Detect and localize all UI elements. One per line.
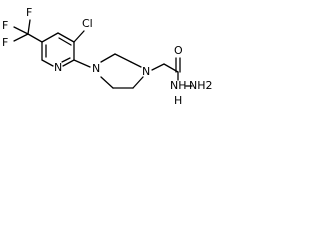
atom-n-pyridine: N	[54, 61, 62, 74]
atom-nh2: NH2	[189, 79, 213, 92]
atom-nh-amide: NH	[170, 79, 187, 92]
bond-pip-c2-c3	[114, 53, 132, 63]
atom-f3: F	[26, 6, 32, 19]
bond-pyr-n1-c6	[41, 59, 54, 67]
atom-f2: F	[2, 36, 8, 49]
bond-pip-n1-c2	[100, 53, 116, 63]
bonds	[13, 19, 193, 89]
bond-pip-n4-c5	[132, 76, 144, 89]
bond-pyr-c4-c3-inner	[58, 37, 72, 46]
atom-n-piperazine-4: N	[142, 65, 150, 78]
bond-pyr-c5-c4	[41, 32, 59, 43]
bond-c-f2	[13, 33, 29, 42]
bond-n4-ch2	[151, 63, 165, 71]
chemical-structure: F F F Cl N N N O NH H NH2	[2, 6, 213, 107]
atom-o-carbonyl: O	[174, 44, 183, 57]
atom-n-piperazine-1: N	[92, 62, 100, 75]
atom-f1: F	[2, 19, 8, 32]
bond-pip-c3-n4	[130, 61, 142, 68]
atom-h-amide: H	[174, 94, 182, 107]
bond-cf3-ring	[27, 33, 43, 43]
bond-pyr-c4-c3	[57, 32, 75, 43]
atom-labels: F F F Cl N N N O NH H NH2	[2, 6, 213, 107]
bond-pyr-c2-n1-inner	[61, 57, 71, 63]
bond-pyr-pip	[73, 59, 91, 68]
atom-cl: Cl	[82, 17, 93, 30]
bond-pyr-c2-n1	[62, 59, 75, 67]
bond-c-f1	[13, 26, 29, 35]
bond-c3-cl	[73, 30, 85, 43]
bond-pip-c6-n1	[100, 76, 114, 89]
bond-c-f3	[27, 19, 31, 35]
